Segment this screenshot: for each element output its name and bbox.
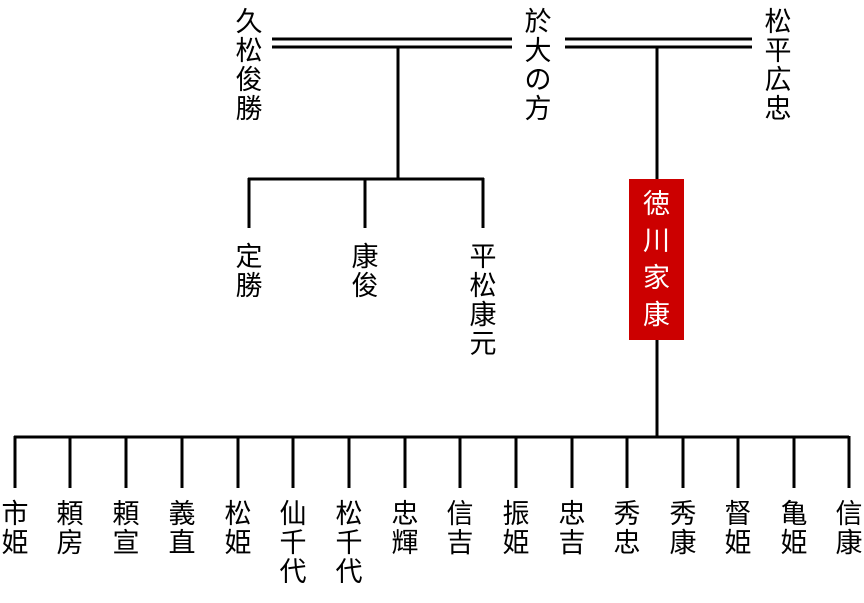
highlight-box-tokugawa-ieyasu <box>629 179 684 340</box>
descent-lines-half-siblings <box>247 47 485 228</box>
child-senchiyo-1: 仙千代 <box>279 499 307 588</box>
child-tokuhime: 督姫 <box>724 499 752 559</box>
child-ichihime: 市姫 <box>1 499 29 559</box>
child-furihime: 振姫 <box>502 499 530 559</box>
person-yasutoshi: 康俊 <box>351 242 379 302</box>
child-yoshinao: 義直 <box>168 499 196 559</box>
child-matsuchiyo: 松千代 <box>335 499 363 588</box>
person-hisamatsu-toshikatsu: 久松俊勝 <box>235 7 263 125</box>
child-nobuyasu: 信康 <box>835 499 863 559</box>
child-hidetada: 秀忠 <box>613 499 641 559</box>
child-tadayoshi: 忠吉 <box>558 499 586 559</box>
marriage-line-hisamatsu-odai <box>272 37 512 49</box>
child-yorinobu: 頼宣 <box>112 499 140 559</box>
person-tokugawa-ieyasu: 徳川家康 <box>643 189 670 331</box>
person-matsudaira-yasumoto: 平松康元 <box>469 242 497 360</box>
child-tadateru: 忠輝 <box>391 499 419 559</box>
person-odai-no-kata: 於大の方 <box>524 7 552 125</box>
child-nobuyoshi: 信吉 <box>446 499 474 559</box>
child-yorifusa: 頼房 <box>56 499 84 559</box>
descent-lines-children <box>13 435 851 488</box>
person-matsudaira-hirotada: 松平広忠 <box>764 7 792 125</box>
child-matsuhime: 松姫 <box>224 499 252 559</box>
child-hideyasu: 秀康 <box>669 499 697 559</box>
marriage-line-odai-matsudaira <box>565 37 752 49</box>
person-sadakatsu: 定勝 <box>235 242 263 302</box>
child-kamehime: 亀姫 <box>780 499 808 559</box>
